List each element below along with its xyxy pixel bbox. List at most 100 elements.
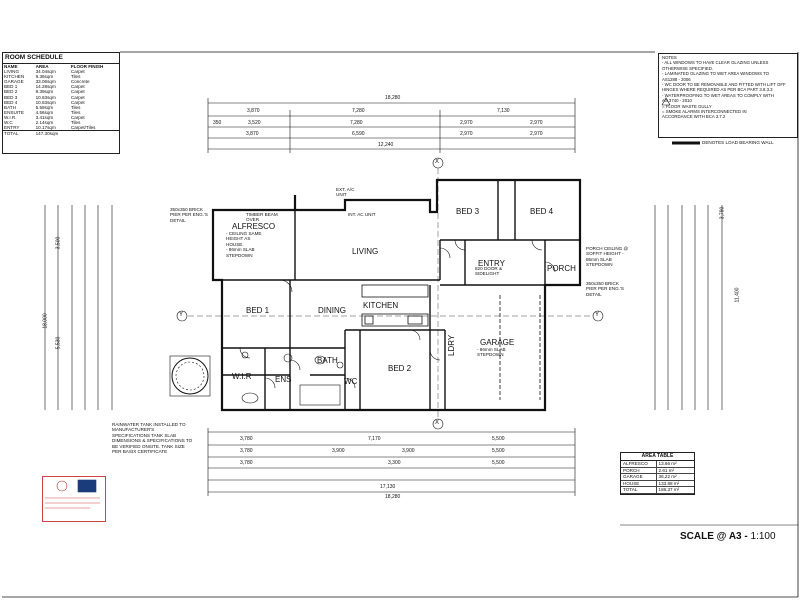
dim-top-overall: 18,280 <box>385 95 401 101</box>
dim-top: 12,240 <box>378 142 394 148</box>
room-schedule-total-row: TOTAL 147.30sqm <box>3 130 119 137</box>
dim-bottom: 3,780 <box>240 436 253 442</box>
schedule-cell-area: 2.14sqm <box>35 120 54 126</box>
room-schedule-row: W.C 2.14sqm Tiles <box>3 120 119 125</box>
dim-top: 7,130 <box>497 108 510 114</box>
note-line: = SMOKE ALARMS INTERCONNECTED IN <box>662 109 747 115</box>
left-dimension-chains <box>44 205 113 410</box>
dim-right: 3,790 <box>719 206 726 220</box>
garage-door <box>499 295 541 400</box>
schedule-cell-finish: Tiles <box>70 104 81 110</box>
schedule-cell-name: W.C <box>4 120 13 126</box>
notes-box: NOTES - ALL WINDOWS TO HAVE CLEAR GLAZIN… <box>658 53 798 138</box>
dim-top: 350 <box>213 120 222 126</box>
rainwater-tank <box>169 355 211 397</box>
schedule-cell-finish: Carpet <box>70 84 85 90</box>
room-label-bed1: BED 1 <box>246 306 270 315</box>
brick-pier-note-right: 350x350 BRICK PIER PER ENG.'S DETAIL <box>586 281 624 297</box>
kitchen-bench <box>361 284 429 327</box>
dim-top: 6,590 <box>352 131 365 137</box>
schedule-cell-finish: Carpet <box>70 94 85 100</box>
dim-bottom: 3,300 <box>388 460 401 466</box>
schedule-cell-name: ENTRY <box>4 125 20 131</box>
schedule-cell-area: 10.63sqm <box>35 99 56 105</box>
schedule-cell-name: BED 2 <box>4 89 18 95</box>
note-line: - WATERPROOFING TO WET AREAS TO COMPLY W… <box>662 92 774 98</box>
area-cell-name: ALFRESCO <box>621 461 657 468</box>
schedule-cell-area: 10.17sqm <box>35 125 56 131</box>
scale-label: SCALE @ A3 - 1:100 <box>680 531 776 542</box>
schedule-cell-finish: Tiles <box>70 74 81 80</box>
schedule-cell-area: 9.39sqm <box>35 89 54 95</box>
entry-door-note: 820 DOOR & SIDELIGHT <box>475 266 503 277</box>
note-line: ACCORDANCE WITH BCA 3.7.2 <box>662 114 726 120</box>
load-bearing-legend-text: DENOTES LOAD BEARING WALL <box>702 140 774 145</box>
dim-top: 3,870 <box>246 131 259 137</box>
dim-top: 7,280 <box>352 108 365 114</box>
dim-bottom: 18,280 <box>385 494 401 500</box>
schedule-cell-name: BED 3 <box>4 94 18 100</box>
schedule-cell-area: 14.28sqm <box>35 84 56 90</box>
dim-top: 2,970 <box>530 120 543 126</box>
dim-top: 2,970 <box>460 120 473 126</box>
right-dimension-chains <box>654 205 723 410</box>
dim-bottom: 3,780 <box>240 460 253 466</box>
room-label-bed4: BED 4 <box>530 207 554 216</box>
top-dimension-chains <box>207 98 576 153</box>
porch-ceiling-note: PORCH CEILING @ SOFFIT HEIGHT - 86mm SLA… <box>586 246 629 268</box>
area-cell-name: PORCH <box>621 467 657 475</box>
schedule-cell-finish: Concrete <box>70 79 90 85</box>
garage-note: - 86mm SLAB STEPDOWN <box>477 347 506 358</box>
note-line: HINGES WHERE REQUIRED AS PER BCA PART 3.… <box>662 87 773 93</box>
area-cell-name: HOUSE <box>621 480 657 488</box>
room-label-wir: W.I.R <box>232 372 252 381</box>
bottom-dimension-chains <box>207 428 576 496</box>
rainwater-tank-note: RAINWATER TANK INSTALLED TO MANUFACTURER… <box>112 422 193 455</box>
area-cell-value: 36.22 m² <box>656 473 694 481</box>
dim-bottom: 5,500 <box>492 448 505 454</box>
schedule-cell-finish: Tiles <box>70 109 81 115</box>
note-line: = FLOOR WASTE GULLY <box>662 103 712 109</box>
room-label-living: LIVING <box>352 247 379 256</box>
schedule-col-finish: FLOOR FINISH <box>70 64 104 69</box>
schedule-cell-area: 3.41sqm <box>35 114 54 120</box>
int-ac-note: INT. AC UNIT <box>348 212 376 217</box>
timber-beam-note: TIMBER BEAM OVER <box>246 212 278 223</box>
grid-markers <box>176 157 604 430</box>
dim-top: 7,280 <box>350 120 363 126</box>
schedule-cell-area: 4.56sqm <box>35 109 54 115</box>
dim-top: 2,970 <box>530 131 543 137</box>
schedule-cell-area: 5.59sqm <box>35 104 54 110</box>
ext-ac-note: EXT. A/C UNIT <box>336 187 355 198</box>
room-schedule-table: ROOM SCHEDULE NAME AREA FLOOR FINISH LIV… <box>2 52 120 154</box>
room-label-entry: ENTRY <box>478 259 505 268</box>
note-line: - WC DOOR TO BE REMOVABLE AND FITTED WIT… <box>662 82 786 88</box>
dim-left: 5,530 <box>55 336 62 350</box>
bath-fixtures <box>241 351 344 406</box>
room-label-wc: WC <box>344 377 358 386</box>
schedule-col-area: AREA <box>35 64 49 69</box>
grid-label-x-top: X <box>435 159 440 165</box>
interior-walls <box>222 180 580 410</box>
schedule-cell-finish: Tiles <box>70 120 81 126</box>
schedule-cell-finish: Carpet <box>70 69 85 75</box>
area-table-title: AREA TABLE <box>621 453 694 461</box>
grid-label-y-left: Y <box>179 312 184 318</box>
dim-right-overall: 11,400 <box>734 287 741 303</box>
note-line: AS1288 - 2006 <box>662 76 691 82</box>
area-cell-name: TOTAL <box>621 486 657 494</box>
